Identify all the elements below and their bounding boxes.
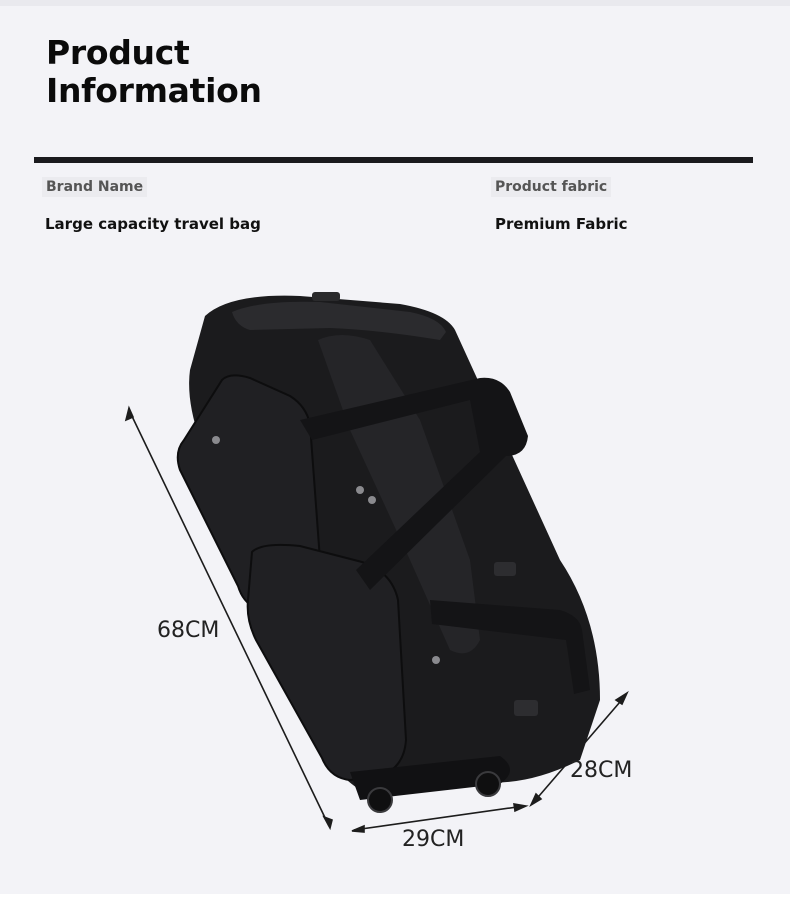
top-strip xyxy=(0,0,790,6)
divider-rule xyxy=(34,157,753,163)
title-line-2: Information xyxy=(46,71,262,110)
width-dimension-label: 29CM xyxy=(402,827,465,852)
title-line-1: Product xyxy=(46,33,190,72)
width-dimension-line xyxy=(353,805,525,831)
height-arrow-top xyxy=(124,405,135,422)
height-dimension-label: 68CM xyxy=(157,618,220,643)
height-dimension-line xyxy=(128,409,330,827)
dimension-lines xyxy=(124,405,629,833)
depth-arrow-bottom xyxy=(529,792,543,808)
width-arrow-right xyxy=(513,803,529,813)
page-title: Product Information xyxy=(46,34,262,110)
product-fabric-label: Product fabric xyxy=(491,177,612,197)
height-arrow-bottom xyxy=(322,815,333,831)
brand-name-value: Large capacity travel bag xyxy=(45,215,261,233)
product-fabric-value: Premium Fabric xyxy=(495,215,628,233)
brand-name-label: Brand Name xyxy=(42,177,148,197)
width-arrow-left xyxy=(351,824,365,833)
depth-dimension-label: 28CM xyxy=(570,758,633,783)
travel-bag-icon xyxy=(176,292,600,813)
bottom-strip xyxy=(0,894,790,900)
depth-arrow-top xyxy=(614,690,629,706)
